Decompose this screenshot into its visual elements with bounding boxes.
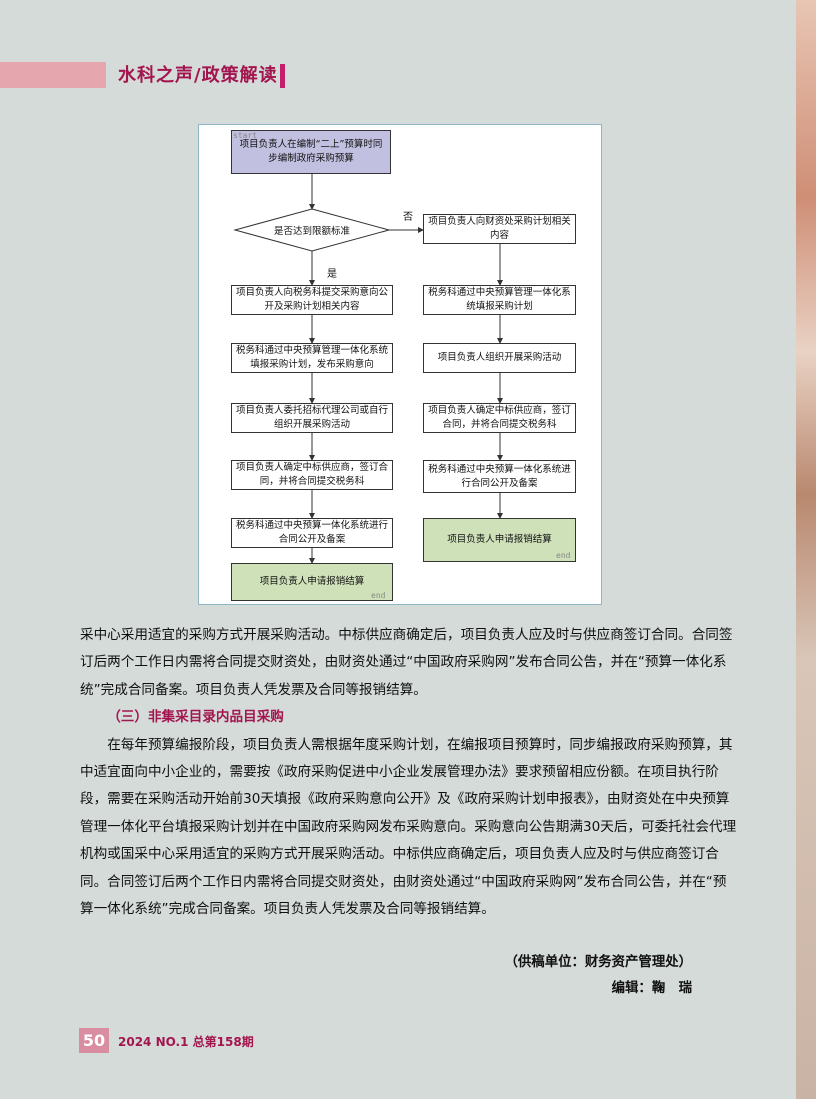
start-tag: start [233,131,258,140]
left-end-node: 项目负责人申请报销结算 [231,563,393,601]
left-step-3-text: 项目负责人委托招标代理公司或自行组织开展采购活动 [236,405,389,430]
right-step-1: 项目负责人向财资处采购计划相关内容 [423,214,576,244]
header-accent-band [0,62,106,88]
left-step-1: 项目负责人向税务科提交采购意向公开及采购计划相关内容 [231,285,393,315]
left-step-5: 税务科通过中央预算一体化系统进行合同公开及备案 [231,518,393,548]
left-step-5-text: 税务科通过中央预算一体化系统进行合同公开及备案 [236,520,389,545]
right-step-4-text: 项目负责人确定中标供应商，签订合同，并将合同提交税务科 [428,405,571,430]
contributor-line: （供稿单位：财务资产管理处） [504,954,692,970]
right-step-5-text: 税务科通过中央预算一体化系统进行合同公开及备案 [428,463,571,489]
header-accent-bar [280,64,285,88]
no-label: 否 [403,212,413,223]
right-step-4: 项目负责人确定中标供应商，签订合同，并将合同提交税务科 [423,403,576,433]
right-end-tag: end [556,551,571,560]
article-body: 采中心采用适宜的采购方式开展采购活动。中标供应商确定后，项目负责人应及时与供应商… [80,622,740,923]
page-edge-strip [796,0,816,1099]
flowchart-connectors [233,174,503,564]
left-step-3: 项目负责人委托招标代理公司或自行组织开展采购活动 [231,403,393,433]
right-step-3-text: 项目负责人组织开展采购活动 [437,352,562,363]
left-step-2: 税务科通过中央预算管理一体化系统填报采购计划，发布采购意向 [231,343,393,373]
right-step-3: 项目负责人组织开展采购活动 [423,343,576,373]
paragraph-1: 采中心采用适宜的采购方式开展采购活动。中标供应商确定后，项目负责人应及时与供应商… [80,627,733,698]
right-step-1-text: 项目负责人向财资处采购计划相关内容 [428,216,571,241]
left-step-2-text: 税务科通过中央预算管理一体化系统填报采购计划，发布采购意向 [236,345,389,370]
page-number: 50 [79,1028,109,1053]
right-end-text: 项目负责人申请报销结算 [447,534,552,545]
left-step-4: 项目负责人确定中标供应商，签订合同，并将合同提交税务科 [231,460,393,490]
column-title: 水科之声/政策解读 [118,65,278,86]
paragraph-2: 在每年预算编报阶段，项目负责人需根据年度采购计划，在编报项目预算时，同步编报政府… [80,736,737,918]
left-end-tag: end [371,591,386,600]
right-step-2: 税务科通过中央预算管理一体化系统填报采购计划 [423,285,576,315]
editor-line: 编辑：鞠 瑞 [611,980,692,996]
issue-label: 2024 NO.1 总第158期 [118,1035,254,1049]
right-end-node: 项目负责人申请报销结算 [423,518,576,562]
right-step-2-text: 税务科通过中央预算管理一体化系统填报采购计划 [428,287,571,312]
left-step-4-text: 项目负责人确定中标供应商，签订合同，并将合同提交税务科 [236,462,389,487]
right-step-5: 税务科通过中央预算一体化系统进行合同公开及备案 [423,460,576,493]
procurement-flowchart: 项目负责人在编制“二上”预算时同步编制政府采购预算 start 是否达到限额标准… [198,124,602,605]
yes-label: 是 [327,269,337,280]
section-heading: （三）非集采目录内品目采购 [107,709,284,726]
flow-start-node: 项目负责人在编制“二上”预算时同步编制政府采购预算 [231,130,391,174]
flow-start-text: 项目负责人在编制“二上”预算时同步编制政府采购预算 [239,139,383,164]
left-step-1-text: 项目负责人向税务科提交采购意向公开及采购计划相关内容 [236,287,389,312]
left-end-text: 项目负责人申请报销结算 [259,576,365,587]
decision-text: 是否达到限额标准 [273,226,350,237]
